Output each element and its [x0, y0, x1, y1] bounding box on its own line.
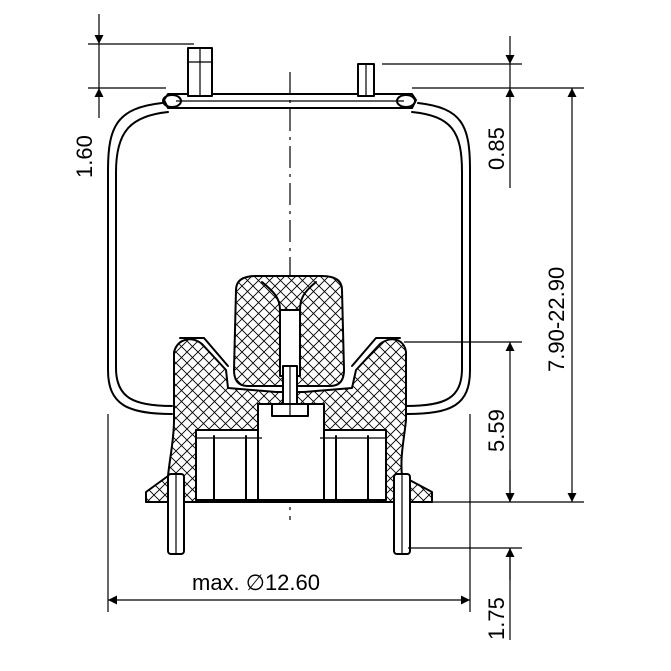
- bumper: [233, 275, 345, 387]
- dimension-stud-length-label: 1.75: [484, 597, 509, 640]
- dimension-stud-length: 1.75: [484, 470, 515, 640]
- dimension-max-diameter-label: max. ∅12.60: [192, 570, 320, 595]
- dimension-plate-thickness: 0.85: [484, 36, 515, 188]
- bottom-stud-left: [167, 473, 185, 555]
- dimension-plate-thickness-label: 0.85: [484, 127, 509, 170]
- bottom-stud-right: [393, 473, 411, 555]
- top-stud-right: [357, 63, 375, 97]
- dimension-piston-height: 5.59: [484, 342, 515, 502]
- rubber-bellows: [107, 102, 471, 415]
- dimension-max-diameter: max. ∅12.60: [108, 570, 470, 605]
- piston: [145, 337, 433, 503]
- top-bead-plate: [162, 93, 417, 109]
- dimension-top-offset-label: 1.60: [72, 135, 97, 178]
- dimension-piston-height-label: 5.59: [484, 409, 509, 452]
- top-stud-left: [187, 47, 213, 97]
- center-bolt: [271, 365, 309, 417]
- dimension-top-offset: 1.60: [72, 14, 104, 178]
- dimension-height-range: 7.90-22.90: [544, 88, 577, 502]
- dimension-height-range-label: 7.90-22.90: [544, 267, 569, 372]
- extension-lines: [88, 43, 584, 612]
